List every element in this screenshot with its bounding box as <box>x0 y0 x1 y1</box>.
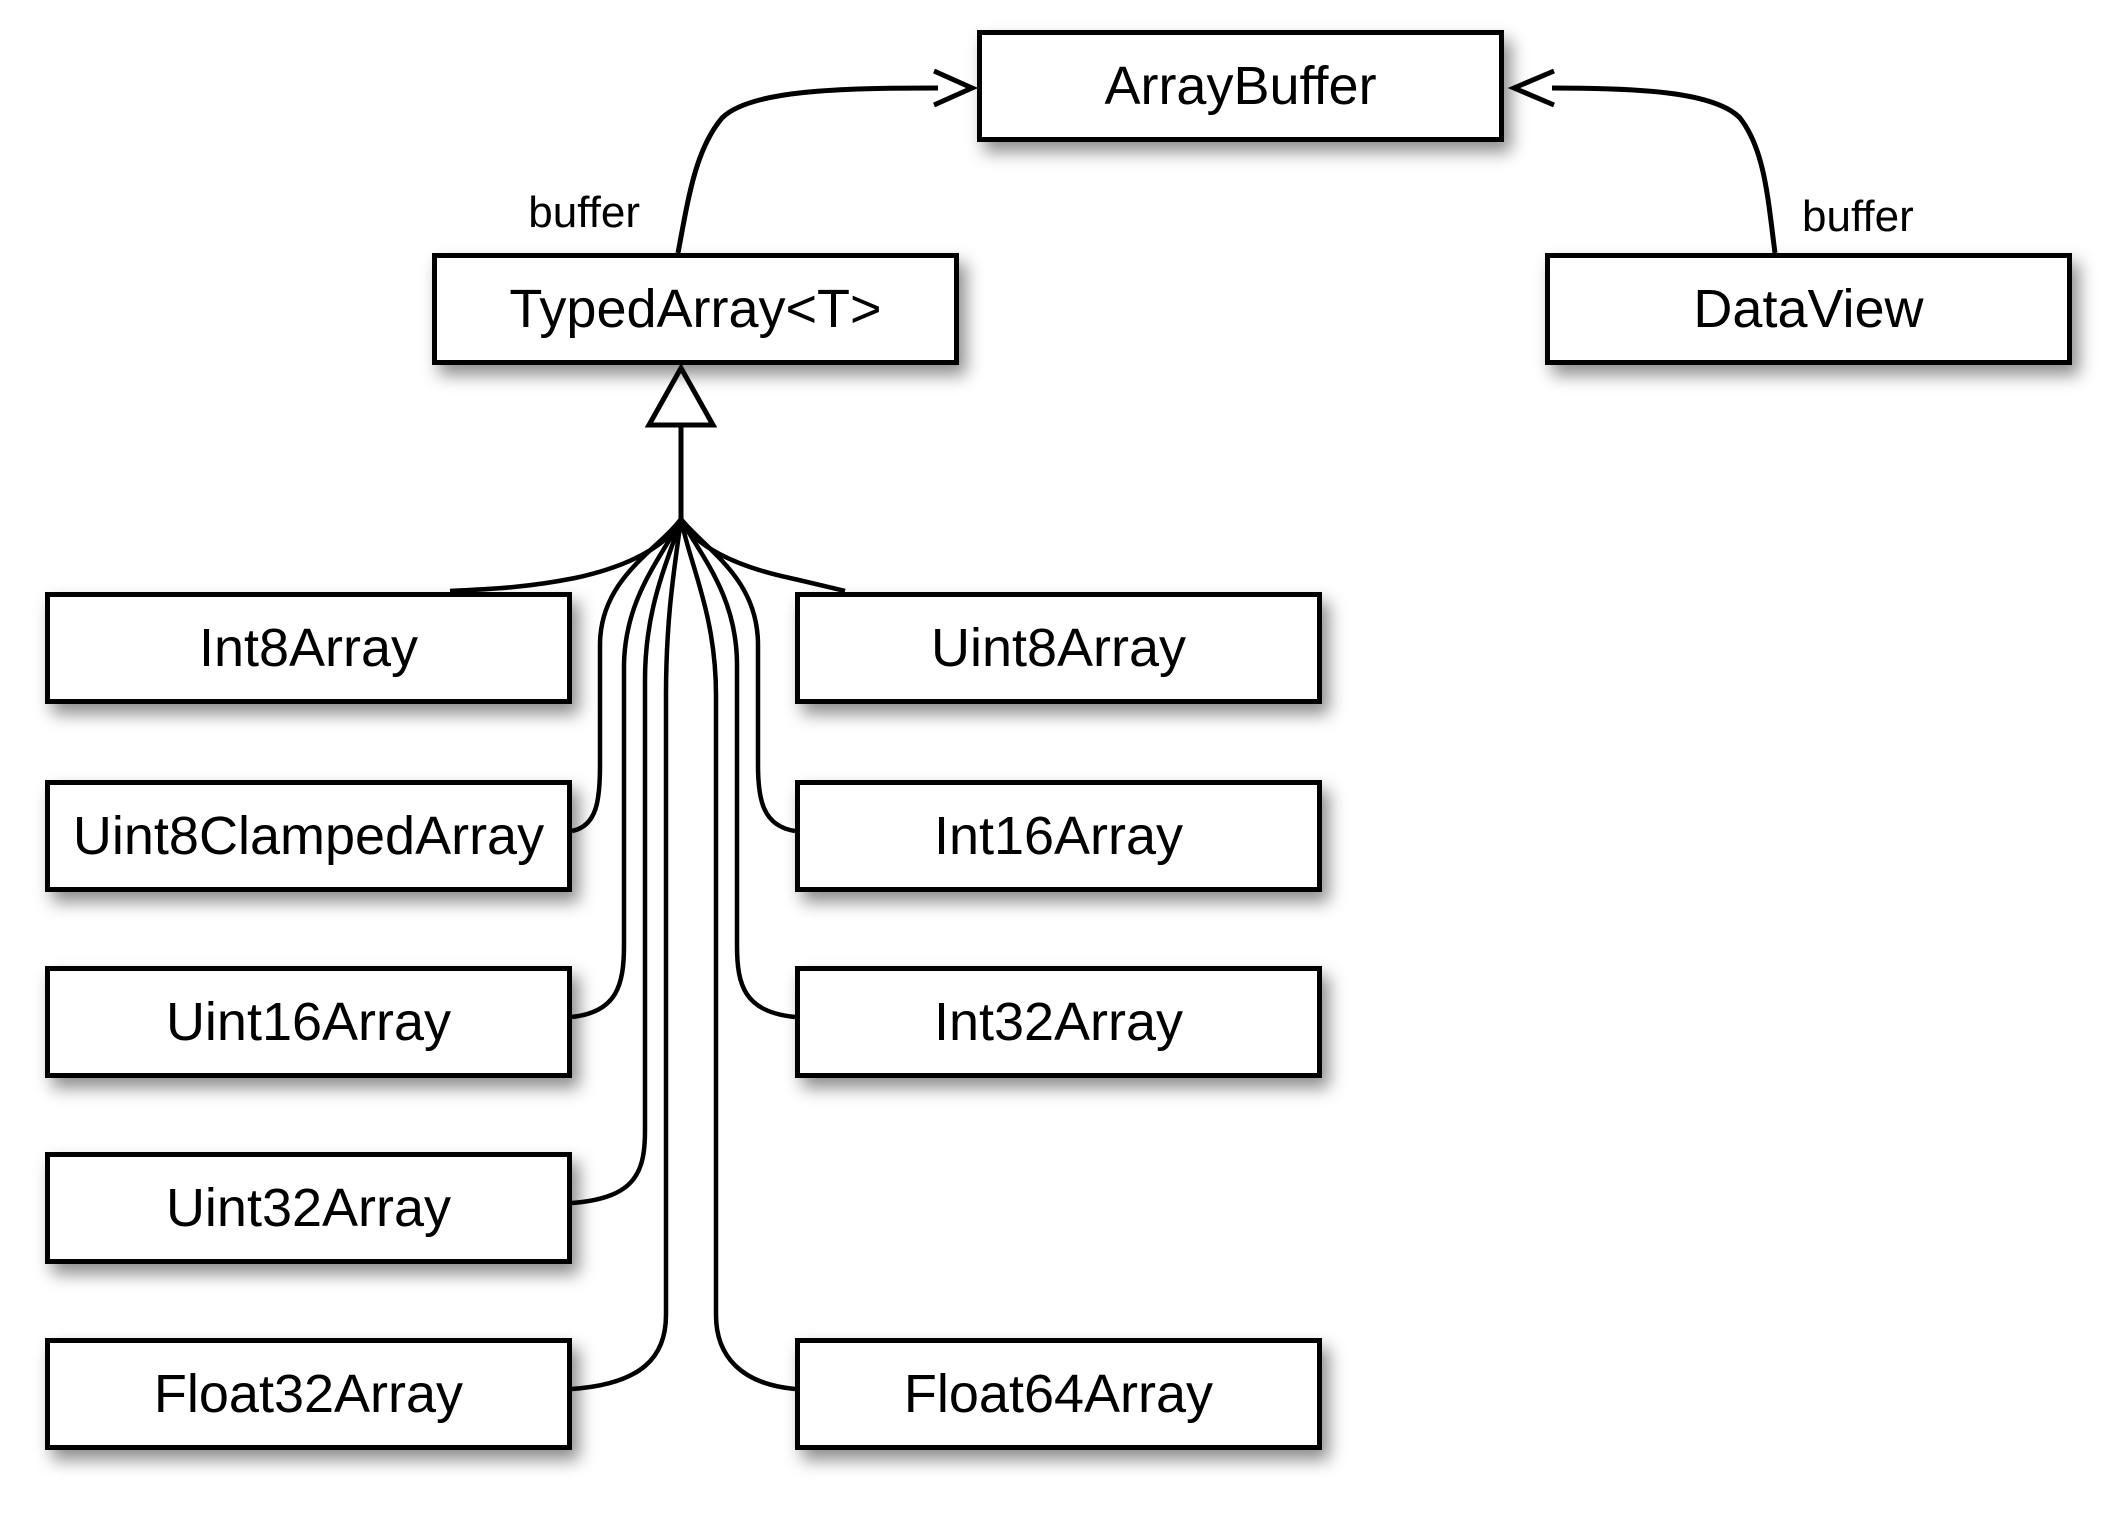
node-label: Int8Array <box>198 618 419 678</box>
node-float32array: Float32Array <box>45 1338 572 1450</box>
node-label: Float32Array <box>153 1364 464 1424</box>
edge-to-int32array <box>679 517 796 1020</box>
arrowhead-right-icon <box>932 68 979 108</box>
node-label: Int32Array <box>933 992 1184 1052</box>
node-label: Uint8Array <box>930 618 1187 678</box>
arrowhead-left-icon <box>1507 68 1555 108</box>
node-uint16array: Uint16Array <box>45 966 572 1078</box>
node-int32array: Int32Array <box>795 966 1322 1078</box>
node-arraybuffer: ArrayBuffer <box>977 30 1504 142</box>
buffer-label-typedarray: buffer <box>528 188 640 237</box>
node-label: Float64Array <box>903 1364 1214 1424</box>
node-uint32array: Uint32Array <box>45 1152 572 1264</box>
inheritance-triangle-icon <box>644 362 718 428</box>
node-int8array: Int8Array <box>45 592 572 704</box>
edge-to-uint8array <box>678 517 846 594</box>
edge-to-uint8clampedarray <box>571 517 683 834</box>
node-label: TypedArray<T> <box>509 279 882 339</box>
node-typedarray: TypedArray<T> <box>432 253 959 365</box>
node-float64array: Float64Array <box>795 1338 1322 1450</box>
buffer-label-dataview: buffer <box>1802 192 1914 241</box>
edge-to-float32array <box>571 518 684 1392</box>
node-label: Uint8ClampedArray <box>72 806 545 866</box>
edge-dataview-buffer-arrow <box>1551 85 1778 254</box>
node-label: ArrayBuffer <box>1104 56 1377 116</box>
node-label: DataView <box>1693 279 1924 339</box>
edge-typedarray-buffer-arrow <box>675 85 939 254</box>
node-label: Int16Array <box>933 806 1184 866</box>
node-label: Uint32Array <box>165 1178 452 1238</box>
edge-to-uint16array <box>571 518 684 1020</box>
node-int16array: Int16Array <box>795 780 1322 892</box>
edge-to-uint32array <box>571 518 684 1206</box>
edge-to-int16array <box>679 517 796 834</box>
node-uint8clampedarray: Uint8ClampedArray <box>45 780 572 892</box>
node-dataview: DataView <box>1545 253 2072 365</box>
node-uint8array: Uint8Array <box>795 592 1322 704</box>
edge-to-float64array <box>678 518 796 1392</box>
node-label: Uint16Array <box>165 992 452 1052</box>
inheritance-fan <box>449 517 846 1392</box>
